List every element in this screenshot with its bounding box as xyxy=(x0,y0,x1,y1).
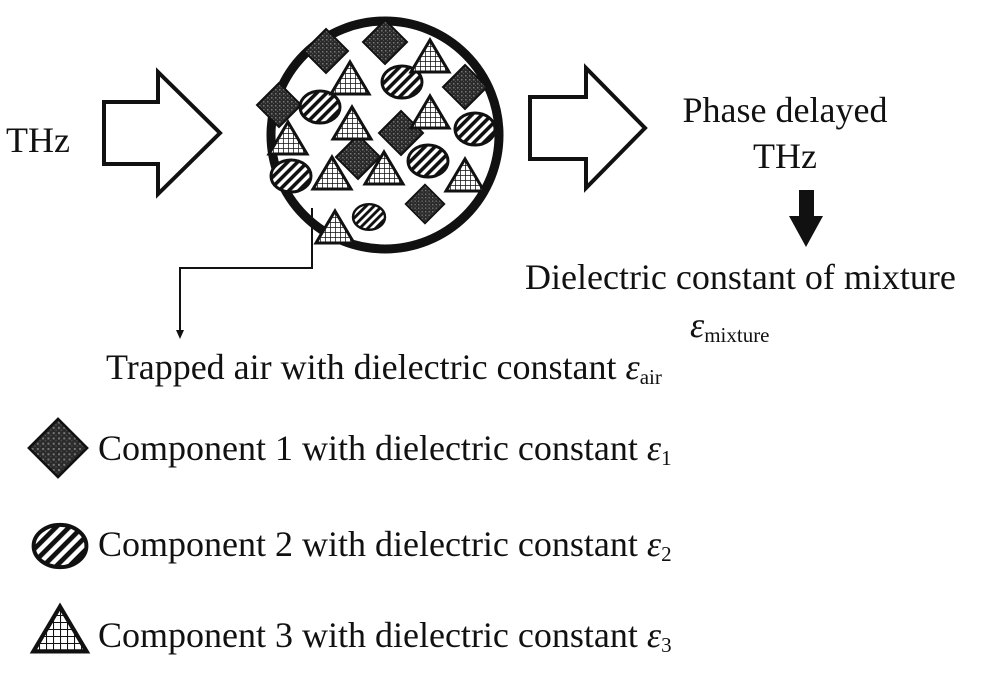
component2-particle xyxy=(453,111,497,147)
input-arrow-icon xyxy=(102,67,223,199)
legend-item-component1: Component 1 with dielectric constant ε1 xyxy=(27,417,672,479)
component2-particle xyxy=(269,158,313,194)
input-thz-label: THz xyxy=(6,120,70,160)
legend-label-component3: Component 3 with dielectric constant ε3 xyxy=(98,615,672,657)
mixture-symbol: εmixture xyxy=(690,305,770,347)
component2-particle xyxy=(298,89,342,125)
legend-item-component2: Component 2 with dielectric constant ε2 xyxy=(31,522,672,570)
phase-delayed-thz-label: THz xyxy=(753,136,817,176)
legend-label-component1: Component 1 with dielectric constant ε1 xyxy=(98,428,672,470)
striped-ellipse-icon xyxy=(31,522,89,570)
legend-label-component2: Component 2 with dielectric constant ε2 xyxy=(98,524,672,566)
legend-item-component3: Component 3 with dielectric constant ε3 xyxy=(33,607,672,657)
grid-triangle-icon xyxy=(33,607,86,652)
trapped-air-label: Trapped air with dielectric constant εai… xyxy=(106,347,662,389)
phase-delayed-label: Phase delayed xyxy=(683,90,888,130)
air-leader-arrowhead-icon xyxy=(176,330,184,339)
mixture-dielectric-label: Dielectric constant of mixture xyxy=(525,257,956,297)
legend: Component 1 with dielectric constant ε1 … xyxy=(27,417,672,657)
down-arrow-icon xyxy=(789,190,823,247)
component2-particle xyxy=(351,202,387,232)
output-arrow-icon xyxy=(528,63,648,193)
component2-particle xyxy=(406,143,450,179)
air-leader-line xyxy=(179,208,313,330)
diamond-icon xyxy=(27,417,89,479)
